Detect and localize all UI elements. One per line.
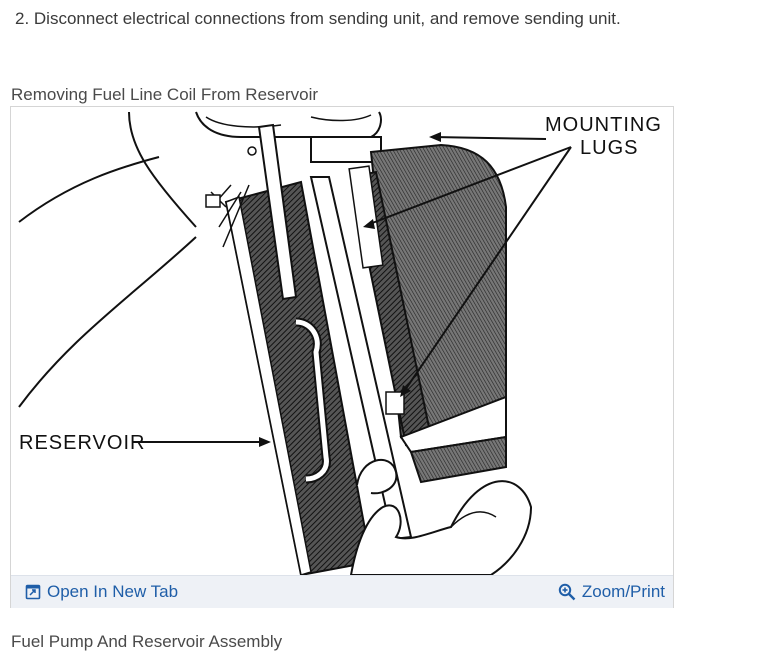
figure-caption: Removing Fuel Line Coil From Reservoir <box>11 85 319 104</box>
next-figure-caption: Fuel Pump And Reservoir Assembly <box>11 632 283 651</box>
zoom-print-label: Zoom/Print <box>581 582 665 601</box>
step-instruction: 2. Disconnect electrical connections fro… <box>15 9 621 28</box>
fuel-reservoir-illustration: MOUNTING LUGS RESERVOIR <box>18 111 662 575</box>
label-mounting: MOUNTING <box>545 114 662 136</box>
open-new-tab-button[interactable]: Open In New Tab <box>25 582 178 602</box>
open-new-tab-icon <box>25 584 41 600</box>
label-lugs: LUGS <box>580 137 638 159</box>
figure-toolbar: Open In New Tab Zoom/Print <box>11 575 673 608</box>
open-new-tab-label: Open In New Tab <box>47 582 179 601</box>
zoom-print-button[interactable]: Zoom/Print <box>558 582 665 602</box>
figure-container: MOUNTING LUGS RESERVOIR Open In New Tab … <box>10 106 674 608</box>
zoom-icon <box>558 583 576 601</box>
label-reservoir: RESERVOIR <box>19 432 145 454</box>
